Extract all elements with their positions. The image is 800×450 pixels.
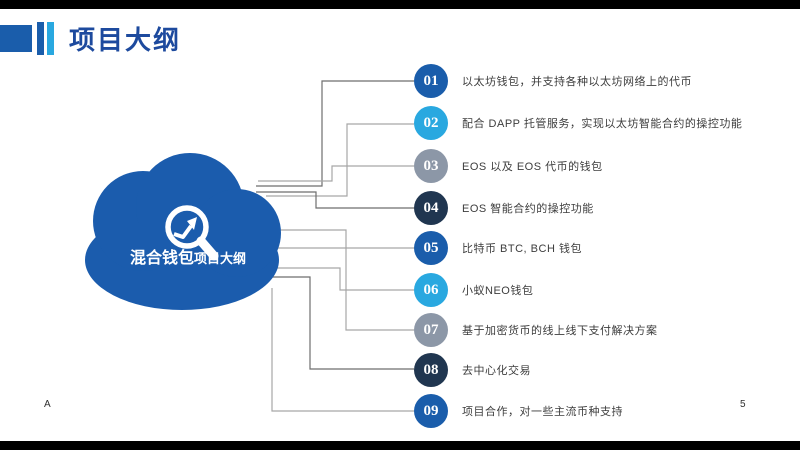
item-label-02: 配合 DAPP 托管服务，实现以太坊智能合约的操控功能 (462, 118, 743, 130)
item-label-01: 以太坊钱包，并支持各种以太坊网络上的代币 (462, 76, 692, 88)
title-accent-block (0, 25, 32, 52)
number-badge-04: 04 (414, 191, 448, 225)
top-letterbox-bar (0, 0, 800, 9)
outline-item-05: 05 比特币 BTC, BCH 钱包 (414, 231, 582, 265)
outline-item-08: 08 去中心化交易 (414, 353, 531, 387)
footer-note: A (44, 399, 51, 410)
outline-item-01: 01 以太坊钱包，并支持各种以太坊网络上的代币 (414, 64, 692, 98)
connector-line-09 (271, 288, 414, 412)
outline-item-07: 07 基于加密货币的线上线下支付解决方案 (414, 313, 658, 347)
outline-item-09: 09 项目合作，对一些主流币种支持 (414, 394, 623, 428)
item-label-03: EOS 以及 EOS 代币的钱包 (462, 161, 603, 173)
item-label-04: EOS 智能合约的操控功能 (462, 203, 594, 215)
page-title: 项目大纲 (69, 26, 182, 55)
cloud-shape (85, 153, 281, 310)
item-label-06: 小蚁NEO钱包 (462, 285, 534, 297)
outline-item-04: 04 EOS 智能合约的操控功能 (414, 191, 594, 225)
connector-lines (256, 80, 414, 412)
connector-line-04 (256, 191, 414, 209)
number-badge-08: 08 (414, 353, 448, 387)
magnifier-trend-icon (165, 205, 219, 261)
number-badge-03: 03 (414, 149, 448, 183)
outline-item-06: 06 小蚁NEO钱包 (414, 273, 533, 307)
item-label-07: 基于加密货币的线上线下支付解决方案 (462, 325, 658, 337)
number-badge-09: 09 (414, 394, 448, 428)
number-badge-06: 06 (414, 273, 448, 307)
page-number: 5 (740, 399, 746, 410)
number-badge-01: 01 (414, 64, 448, 98)
number-badge-07: 07 (414, 313, 448, 347)
number-badge-02: 02 (414, 106, 448, 140)
outline-item-02: 02 配合 DAPP 托管服务，实现以太坊智能合约的操控功能 (414, 106, 742, 140)
connector-line-01 (256, 80, 414, 187)
title-accent-bar-light (47, 22, 54, 55)
title-accent-bar-dark (37, 22, 44, 55)
cloud-label-secondary: 项目大纲 (194, 251, 247, 266)
item-label-05: 比特币 BTC, BCH 钱包 (462, 243, 582, 255)
connector-line-07 (264, 229, 414, 331)
connector-line-02 (266, 123, 414, 197)
bottom-letterbox-bar (0, 441, 800, 450)
connector-line-08 (262, 276, 414, 370)
number-badge-05: 05 (414, 231, 448, 265)
outline-item-03: 03 EOS 以及 EOS 代币的钱包 (414, 149, 603, 183)
cloud-label-primary: 混合钱包 (129, 250, 194, 267)
item-label-08: 去中心化交易 (462, 365, 531, 377)
cloud-label: 混合钱包项目大纲 (98, 244, 278, 268)
connector-line-03 (258, 165, 414, 182)
item-label-09: 项目合作，对一些主流币种支持 (462, 406, 623, 418)
connector-line-06 (262, 267, 414, 291)
